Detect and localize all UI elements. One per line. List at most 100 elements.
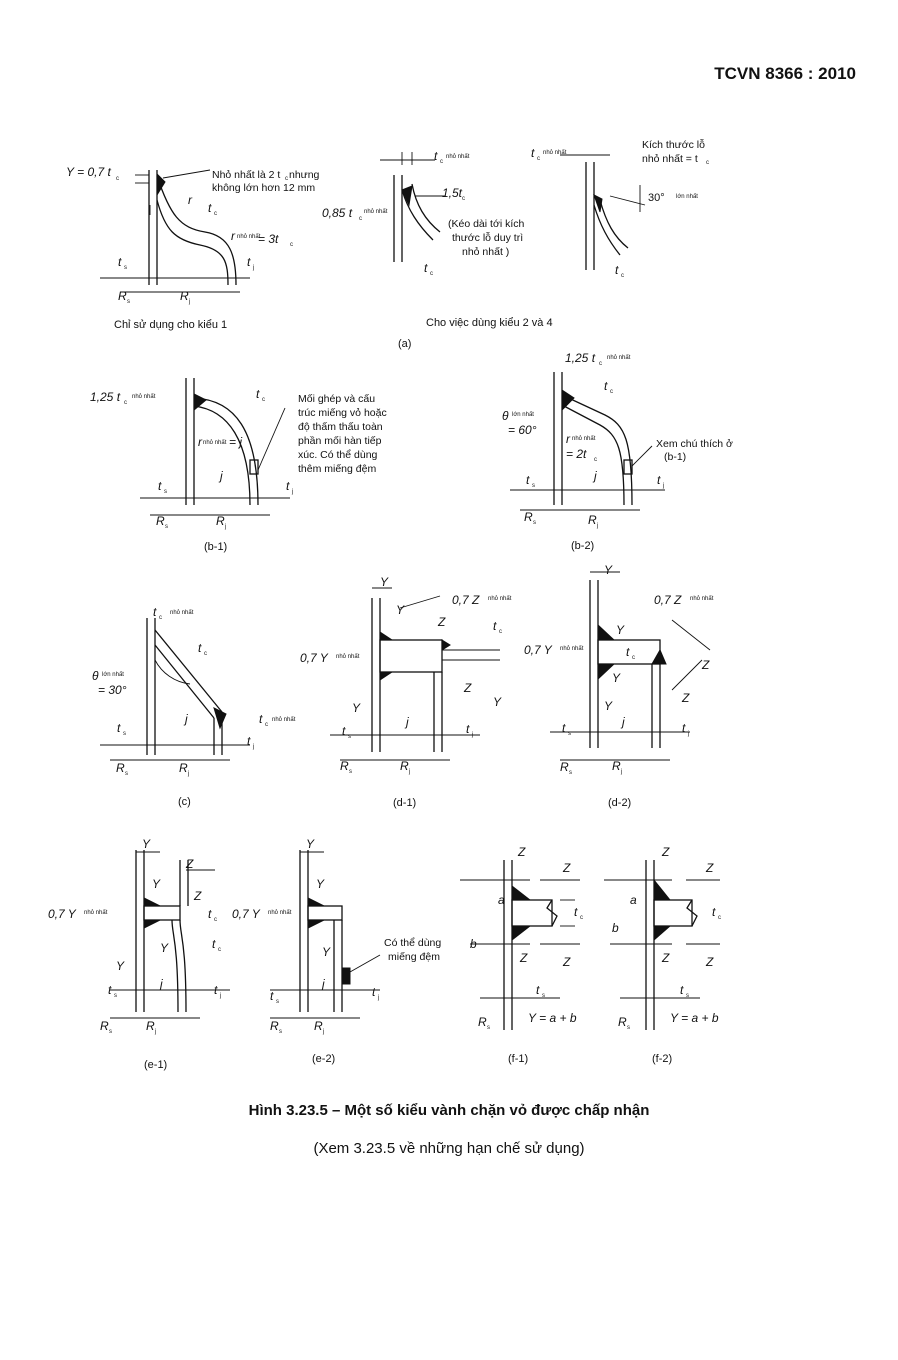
f2-sub-label: (f-2) <box>652 1053 672 1065</box>
d1-y-2: Y <box>396 603 405 617</box>
e1-y-4: Y <box>116 959 125 973</box>
d2-val-y: 0,7 Y <box>524 643 553 657</box>
f2-ts-t: t <box>680 983 684 997</box>
panel-b2: 1,25 t c nhỏ nhất t c θ lớn nhất = 60° r… <box>502 351 733 552</box>
e2-val-y: 0,7 Y <box>232 907 261 921</box>
b1-ts-t: t <box>158 479 162 493</box>
e1-y-3: Y <box>160 941 169 955</box>
e2-y-3: Y <box>322 945 331 959</box>
panel-a-left: Y = 0,7 t c Nhỏ nhất là 2 t c nhưng khôn… <box>66 165 320 331</box>
a-left-tc-c: c <box>214 211 217 217</box>
f1-tc-c: c <box>580 915 583 921</box>
a-left-rj-j: j <box>188 299 190 305</box>
d2-y-top: Y <box>604 563 613 577</box>
e1-rj-j: j <box>154 1029 156 1035</box>
b2-r-val: = 2t <box>566 447 587 461</box>
f1-sub-label: (f-1) <box>508 1053 528 1065</box>
a-left-rs-r: R <box>118 289 127 303</box>
a-right-tc-c: c <box>537 156 540 162</box>
d1-tc-c: c <box>499 629 502 635</box>
b2-r: r <box>566 432 571 446</box>
a-left-r-val: = 3t <box>258 232 279 246</box>
d1-rs-r: R <box>340 759 349 773</box>
f1-z-top: Z <box>517 845 526 859</box>
b1-val-c: c <box>124 400 127 406</box>
a-left-y-eq: Y = 0,7 t <box>66 165 111 179</box>
b1-rs-s: s <box>165 524 168 530</box>
panel-f2: Z Z a b t c Z Z t s R s Y = a + b (f-2) <box>604 845 721 1065</box>
a-left-rj-r: R <box>180 289 189 303</box>
b2-rj-r: R <box>588 513 597 527</box>
a-mid-tc-c: c <box>440 159 443 165</box>
d2-y-4: Y <box>604 699 613 713</box>
d2-val-z-nn: nhỏ nhất <box>690 595 714 602</box>
b1-note-2: độ thấm thấu toàn <box>298 421 383 433</box>
f2-a: a <box>630 893 637 907</box>
b1-eq-j: = j <box>229 435 242 449</box>
b1-rj-r: R <box>216 514 225 528</box>
c-tc3-t: t <box>259 712 263 726</box>
e1-tc2-t: t <box>212 937 216 951</box>
a-mid-ext-1: (Kéo dài tới kích <box>448 218 524 230</box>
a-right-hole-2: nhỏ nhất = t <box>642 153 698 165</box>
f1-z-2: Z <box>562 861 571 875</box>
b2-val-c: c <box>599 361 602 367</box>
b1-r: r <box>198 435 203 449</box>
e2-rs-s: s <box>279 1029 282 1035</box>
d2-val-z: 0,7 Z <box>654 593 682 607</box>
b2-rs-r: R <box>524 510 533 524</box>
d1-val-z-nn: nhỏ nhất <box>488 595 512 602</box>
e2-ts-t: t <box>270 989 274 1003</box>
a-mid-15: 1,5t <box>442 186 463 200</box>
d2-tj-t: t <box>682 721 686 735</box>
d1-y-4: Y <box>493 695 502 709</box>
f2-ts-s: s <box>686 993 689 999</box>
d1-tc-t: t <box>493 619 497 633</box>
a-mid-15-c: c <box>462 196 465 202</box>
d1-val-y: 0,7 Y <box>300 651 329 665</box>
panel-a-middle: t c nhỏ nhất 1,5t c 0,85 t c nhỏ nhất (K… <box>322 149 524 277</box>
a-mid-085-c: c <box>359 216 362 222</box>
f2-z-2: Z <box>705 861 714 875</box>
a-left-note-1-sub: c <box>285 176 288 182</box>
e1-tj-j: j <box>219 993 221 999</box>
f1-rs-s: s <box>487 1025 490 1031</box>
e1-z: Z <box>185 857 194 871</box>
b2-r-nn: nhỏ nhất <box>572 435 596 442</box>
d1-z2: Z <box>463 681 472 695</box>
d2-tj-j: j <box>687 731 689 737</box>
f1-z-3: Z <box>519 951 528 965</box>
e2-rs-r: R <box>270 1019 279 1033</box>
figure-caption: Hình 3.23.5 – Một số kiểu vành chặn vỏ đ… <box>248 1102 650 1119</box>
c-ts-s: s <box>123 731 126 737</box>
d2-tc-t: t <box>626 645 630 659</box>
a-left-r2: r <box>231 229 236 243</box>
e2-ts-s: s <box>276 999 279 1005</box>
b1-val: 1,25 t <box>90 390 121 404</box>
d2-ts-t: t <box>562 721 566 735</box>
a-left-c-sub: c <box>116 176 119 182</box>
d2-rj-r: R <box>612 759 621 773</box>
b2-tc-c: c <box>610 389 613 395</box>
a-left-note-1: Nhỏ nhất là 2 t <box>212 169 280 181</box>
a-mid-ext-3: nhỏ nhất ) <box>462 246 509 258</box>
e2-rj-r: R <box>314 1019 323 1033</box>
b2-tc-t: t <box>604 379 608 393</box>
a-left-tc-t: t <box>208 201 212 215</box>
b1-tc-t: t <box>256 387 260 401</box>
b2-tj-t: t <box>657 473 661 487</box>
b1-note-1: trúc miếng vỏ hoặc <box>298 407 387 419</box>
f2-z-top: Z <box>661 845 670 859</box>
c-tc-c: c <box>159 615 162 621</box>
f1-eq: Y = a + b <box>528 1011 577 1025</box>
d1-sub-label: (d-1) <box>393 797 416 809</box>
c-rj-r: R <box>179 761 188 775</box>
e1-rs-r: R <box>100 1019 109 1033</box>
a-left-tj-t: t <box>247 255 251 269</box>
a-right-angle: 30° <box>648 192 665 204</box>
d1-tj-j: j <box>471 732 473 738</box>
c-tc3-nn: nhỏ nhất <box>272 716 296 723</box>
e1-val-y: 0,7 Y <box>48 907 77 921</box>
c-theta: θ <box>92 669 99 683</box>
e1-j: j <box>158 977 163 991</box>
